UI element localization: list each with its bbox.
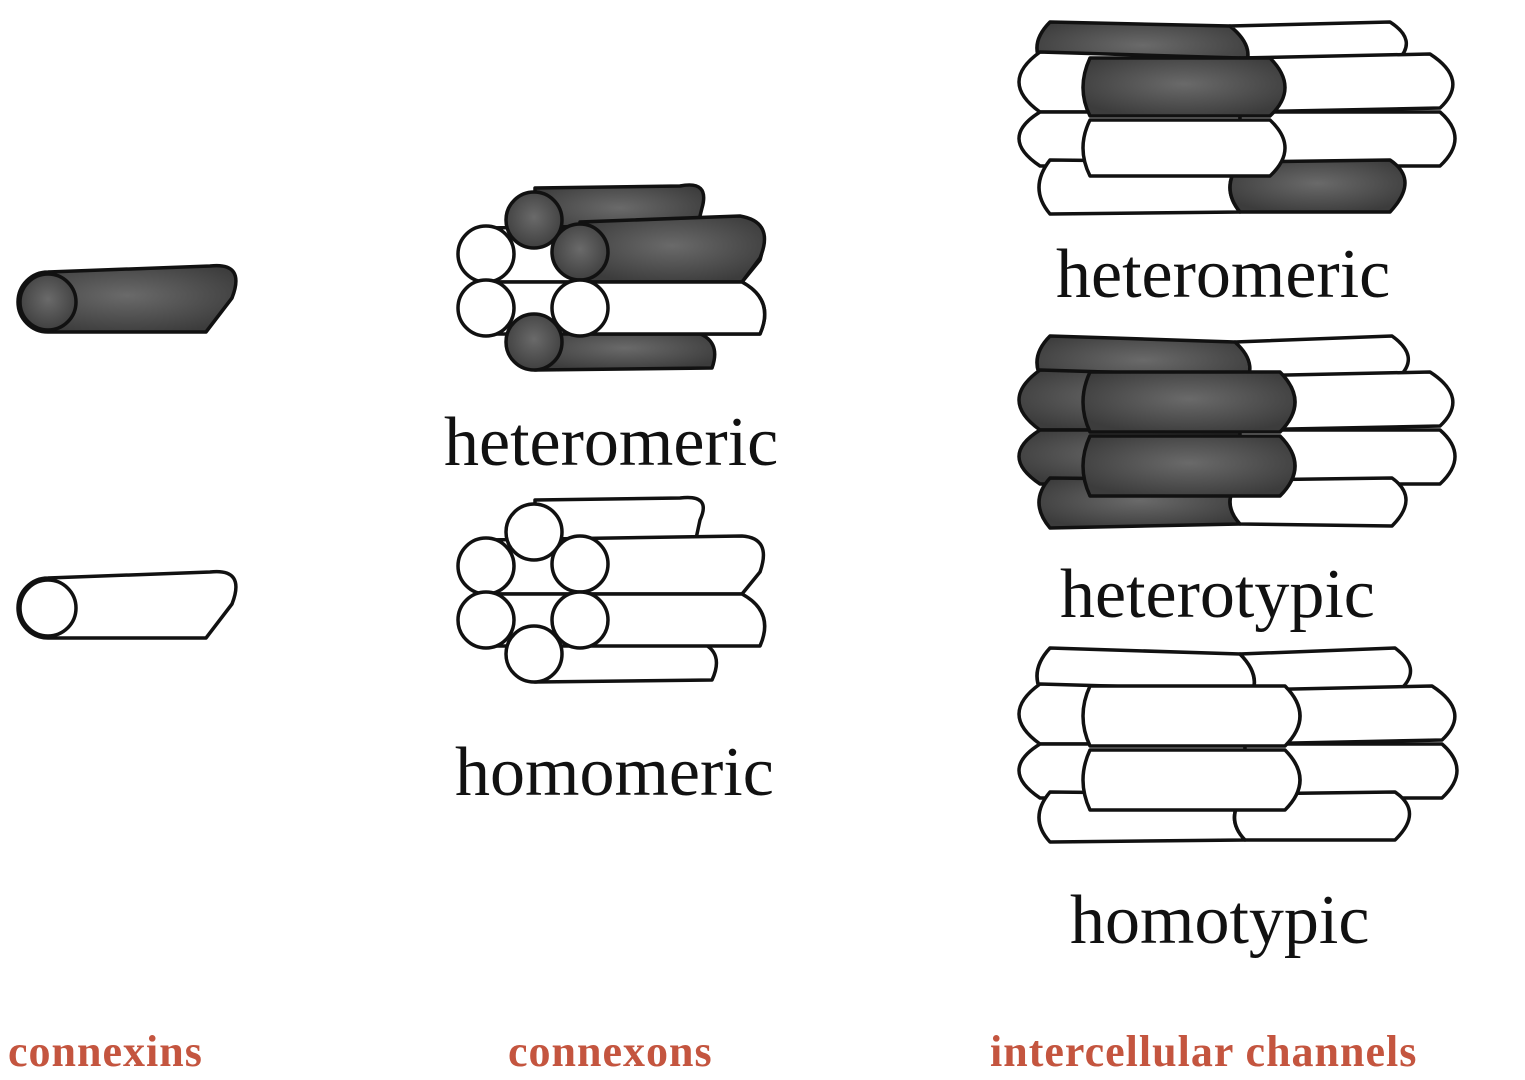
label-connexon-homomeric: homomeric [455, 738, 774, 808]
label-channel-heterotypic: heterotypic [1060, 560, 1375, 630]
channel-heteromeric [1019, 22, 1455, 214]
caption-connexons: connexons [508, 1030, 713, 1074]
channel-homotypic [1019, 648, 1457, 842]
connexin-light [18, 572, 236, 638]
label-connexon-heteromeric: heteromeric [444, 408, 778, 478]
label-channel-heteromeric: heteromeric [1056, 240, 1390, 310]
label-channel-homotypic: homotypic [1070, 886, 1369, 956]
connexin-dark [18, 266, 236, 332]
connexon-homomeric [458, 497, 765, 682]
connexon-heteromeric [458, 185, 765, 370]
channel-heterotypic [1019, 336, 1455, 528]
caption-intercellular-channels: intercellular channels [990, 1030, 1417, 1074]
caption-connexins: connexins [8, 1030, 203, 1074]
